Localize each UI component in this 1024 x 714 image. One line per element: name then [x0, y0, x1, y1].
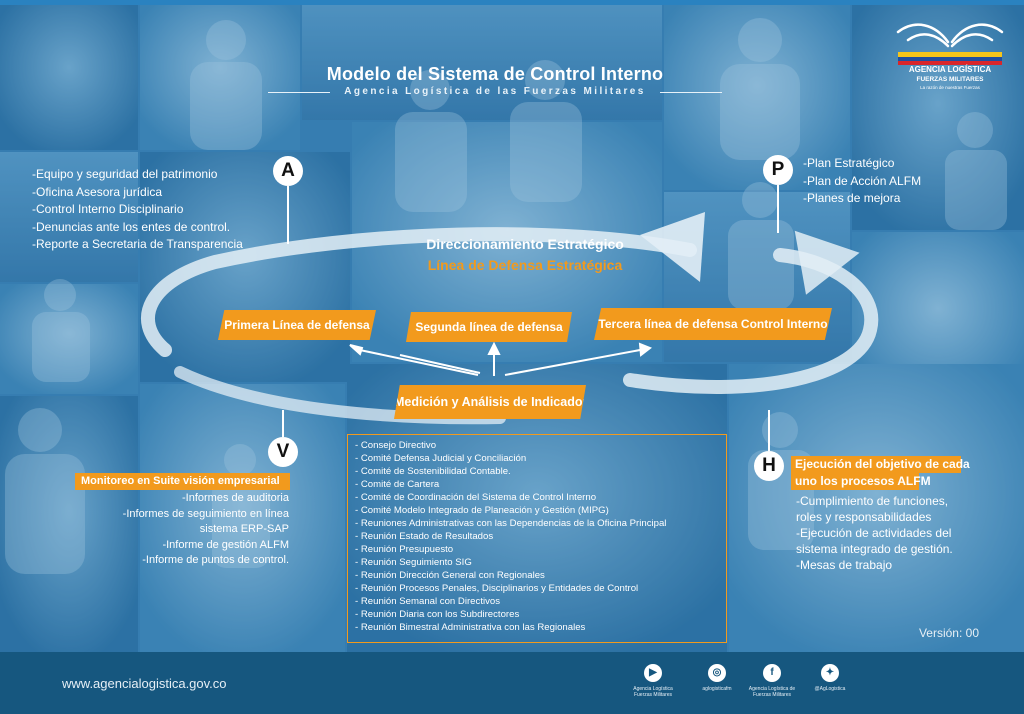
execution-highlight-line2: uno los procesos ALFM: [791, 473, 931, 490]
social-caption: Agencia Logística de: [748, 686, 796, 692]
list-item: -Reporte a Secretaria de Transparencia: [32, 237, 243, 251]
strategic-direction-title: Direccionamiento Estratégico: [426, 236, 624, 252]
leader-v: [282, 410, 284, 437]
committees-box: [347, 434, 727, 643]
youtube-link[interactable]: ▶ Agencia Logística Fuerzas Militares: [625, 664, 681, 698]
committee-item: - Comité Defensa Judicial y Conciliación: [355, 453, 527, 464]
measurement-analysis-label: Medición y Análisis de Indicadores: [394, 385, 586, 419]
list-item: -Control Interno Disciplinario: [32, 202, 184, 216]
list-item: -Informes de seguimiento en línea: [122, 507, 289, 520]
monitoring-highlight: Monitoreo en Suite visión empresarial: [75, 473, 290, 490]
committee-item: - Reunión Presupuesto: [355, 544, 454, 555]
verificar-list: -Informes de auditoria -Informes de segu…: [123, 491, 289, 569]
youtube-icon: ▶: [644, 664, 662, 682]
instagram-link[interactable]: ◎ aglogisticafm: [692, 664, 742, 692]
footer-bar: [0, 652, 1024, 714]
list-item: -Oficina Asesora jurídica: [32, 184, 163, 199]
list-item: -Ejecución de actividades del: [796, 526, 952, 540]
list-item: -Informe de puntos de control.: [142, 554, 289, 566]
leader-a: [287, 186, 289, 244]
list-item: -Plan de Acción ALFM: [803, 173, 922, 188]
committee-item: - Reunión Procesos Penales, Disciplinari…: [355, 583, 639, 594]
list-item: -Informe de gestión ALFM: [162, 538, 289, 551]
badge-v: V: [268, 437, 298, 467]
committee-item: - Reunión Semanal con Directivos: [355, 596, 501, 607]
list-item: sistema integrado de gestión.: [796, 542, 953, 556]
planear-list: -Plan Estratégico -Plan de Acción ALFM -…: [803, 155, 921, 208]
committee-item: - Reunión Bimestral Administrativa con l…: [355, 622, 586, 633]
list-item: -Informes de auditoria: [182, 492, 289, 504]
list-item: sistema ERP-SAP: [199, 523, 289, 535]
social-caption: aglogisticafm: [702, 686, 732, 692]
committee-item: - Reunión Diaria con los Subdirectores: [355, 609, 520, 620]
social-caption: Fuerzas Militares: [633, 692, 673, 698]
actuar-list: -Equipo y seguridad del patrimonio -Ofic…: [32, 166, 243, 254]
badge-p: P: [763, 155, 793, 185]
committee-item: - Reuniones Administrativas con las Depe…: [355, 518, 667, 529]
committee-item: - Consejo Directivo: [355, 440, 437, 451]
social-caption: Fuerzas Militares: [752, 692, 792, 698]
agencia-logistica-logo: AGENCIA LOGÍSTICA FUERZAS MILITARES La r…: [896, 23, 1004, 90]
twitter-icon: ✦: [821, 664, 839, 682]
instagram-icon: ◎: [708, 664, 726, 682]
subtitle-rule-right: [660, 92, 722, 93]
website-link[interactable]: www.agencialogistica.gov.co: [62, 676, 227, 691]
committee-item: - Reunión Seguimiento SIG: [355, 557, 472, 568]
social-caption: Agencia Logística: [633, 686, 673, 692]
logo-line1: AGENCIA LOGÍSTICA: [909, 65, 992, 74]
badge-h: H: [754, 451, 784, 481]
logo-tagline: La razón de nuestras Fuerzas: [920, 85, 981, 90]
committee-item: - Comité de Sostenibilidad Contable.: [355, 466, 511, 477]
leader-p: [777, 185, 779, 233]
facebook-icon: f: [763, 664, 781, 682]
list-item: -Denuncias ante los entes de control.: [32, 219, 231, 234]
list-item: -Planes de mejora: [803, 191, 901, 205]
committees-list: - Consejo Directivo - Comité Defensa Jud…: [355, 439, 666, 634]
cycle-arrows: [141, 212, 879, 425]
committee-item: - Comité de Coordinación del Sistema de …: [355, 492, 597, 503]
subtitle-rule-left: [268, 92, 330, 93]
twitter-link[interactable]: ✦ @AgLogistica: [805, 664, 855, 692]
list-item: -Plan Estratégico: [803, 156, 895, 170]
second-defense-line-label: Segunda línea de defensa: [406, 312, 572, 342]
committee-item: - Comité Modelo Integrado de Planeación …: [355, 505, 609, 516]
execution-highlight-line1: Ejecución del objetivo de cada: [791, 456, 970, 473]
strategic-defense-line: Línea de Defensa Estratégica: [427, 257, 623, 273]
committee-item: - Reunión Dirección General con Regional…: [355, 570, 545, 581]
list-item: roles y responsabilidades: [796, 510, 932, 524]
badge-a: A: [273, 156, 303, 186]
social-caption: @AgLogistica: [814, 686, 846, 692]
page-subtitle: Agencia Logística de las Fuerzas Militar…: [344, 86, 646, 97]
third-defense-line-label: Tercera línea de defensa Control Interno: [594, 308, 832, 340]
committee-item: - Comité de Cartera: [355, 479, 440, 490]
first-defense-line-label: Primera Línea de defensa: [218, 310, 376, 340]
list-item: -Cumplimiento de funciones,: [796, 494, 949, 508]
list-item: -Mesas de trabajo: [796, 558, 893, 572]
hacer-list: -Cumplimiento de funciones, roles y resp…: [796, 493, 953, 573]
version-label: Versión: 00: [918, 626, 979, 640]
logo-line2: FUERZAS MILITARES: [916, 76, 984, 83]
page-title: Modelo del Sistema de Control Interno: [326, 64, 664, 84]
list-item: -Equipo y seguridad del patrimonio: [32, 167, 218, 181]
leader-h: [768, 410, 770, 451]
committee-item: - Reunión Estado de Resultados: [355, 531, 494, 542]
facebook-link[interactable]: f Agencia Logística de Fuerzas Militares: [744, 664, 800, 698]
